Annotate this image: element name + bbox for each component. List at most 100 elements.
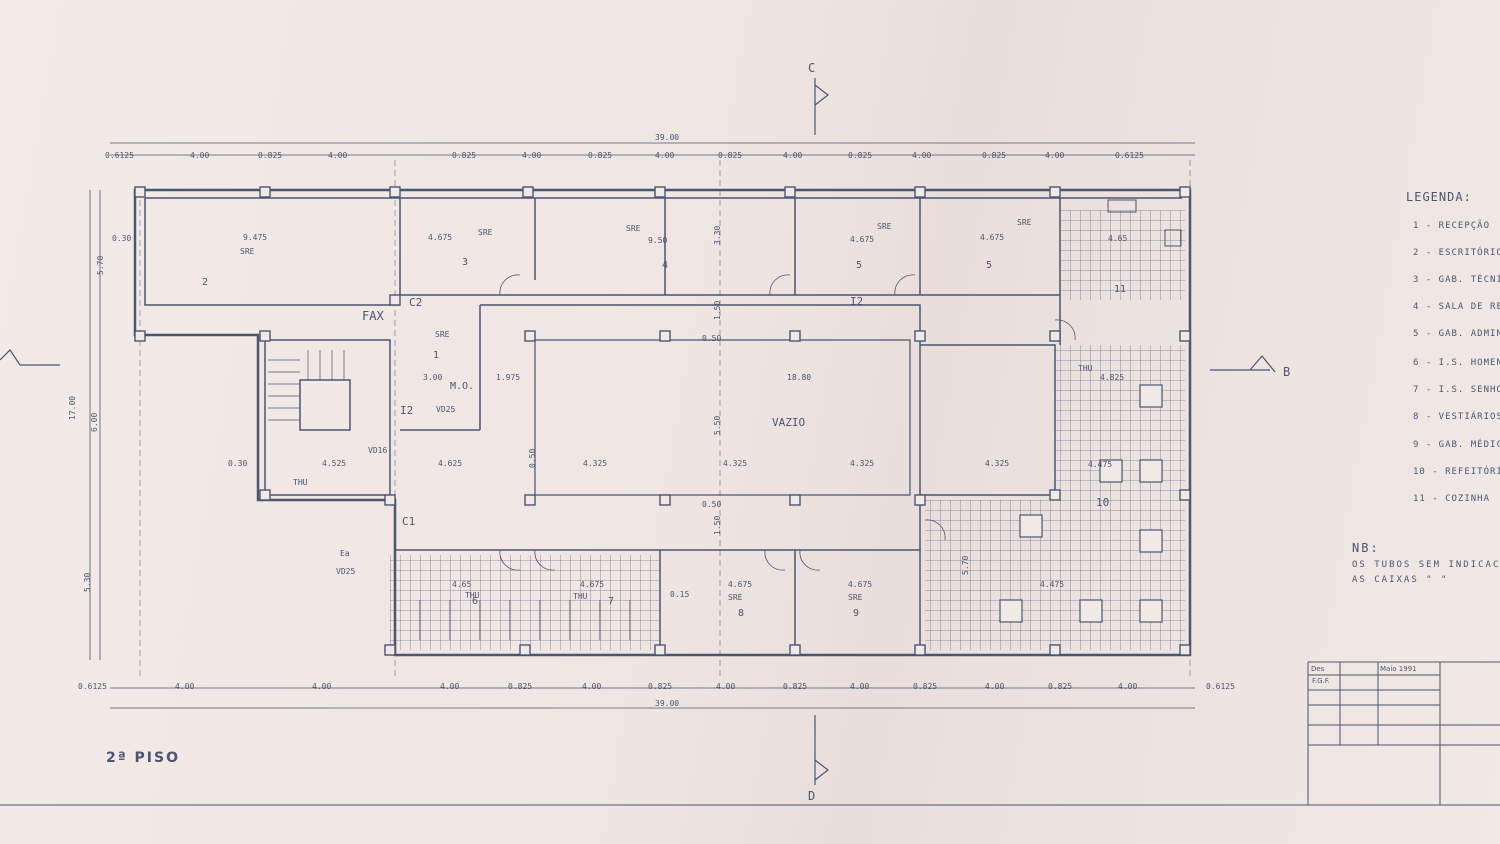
room-9-label: 9 [853, 608, 859, 619]
top-dim-7: 4.00 [655, 151, 674, 160]
top-dim-6: 0.825 [588, 151, 612, 160]
room-6-dim: 4.65 [452, 580, 471, 589]
column-layer [134, 186, 1191, 656]
inner-dim-13: 1.50 [713, 301, 722, 320]
top-dim-14: 0.6125 [1115, 151, 1144, 160]
structural-column [1049, 186, 1061, 198]
structural-column [1049, 489, 1061, 501]
structural-column [1179, 644, 1191, 656]
bottom-dim-0: 0.6125 [78, 682, 107, 691]
structural-column [259, 186, 271, 198]
room-1-type: SRE [435, 330, 450, 339]
left-dim-3: 5.30 [83, 573, 92, 592]
title-block-grid [1307, 661, 1500, 805]
legend-item: 11 - COZINHA [1413, 494, 1491, 504]
structural-column [1179, 330, 1191, 342]
section-mark-c: C [808, 61, 815, 75]
legend-item: 8 - VESTIÁRIOS [1413, 412, 1500, 422]
legend-item: 10 - REFEITÓRIO [1413, 467, 1500, 477]
structural-column [1179, 186, 1191, 198]
room-5b-dim: 4.675 [980, 233, 1004, 242]
bottom-dim-10: 0.825 [913, 682, 937, 691]
structural-column [789, 644, 801, 656]
bottom-dim-1: 4.00 [175, 682, 194, 691]
bottom-dim-11: 4.00 [985, 682, 1004, 691]
kitchen-tiles [1060, 210, 1185, 300]
structural-column [914, 186, 926, 198]
room-8-dim: 4.675 [728, 580, 752, 589]
inner-dim-8: 1.975 [496, 373, 520, 382]
room-9-dim: 4.675 [848, 580, 872, 589]
room-9-type: SRE [848, 593, 863, 602]
room-2-dim: 9.475 [243, 233, 267, 242]
inner-dim-0: 4.525 [322, 459, 346, 468]
room-1-dim: 3.00 [423, 373, 442, 382]
room-7-type: THU [573, 592, 588, 601]
legend-title: LEGENDA: [1406, 190, 1472, 204]
structural-column [259, 489, 271, 501]
structural-column [389, 186, 401, 198]
inner-dim-12: 3.30 [713, 226, 722, 245]
door-swings [499, 274, 1076, 571]
ea-tag: Ea [340, 549, 350, 558]
cafeteria-tiles-1 [1055, 345, 1185, 650]
wc-tiles [390, 555, 660, 650]
title-block-des-value: F.G.F. [1312, 677, 1330, 685]
structural-column [914, 330, 926, 342]
legend-item: 4 - SALA DE REU [1413, 302, 1500, 312]
mo-tag: M.O. [450, 381, 474, 392]
i2-tag-a: I2 [850, 295, 863, 308]
inner-dim-2: 4.325 [583, 459, 607, 468]
fax-tag: FAX [362, 309, 384, 323]
structural-column [789, 494, 801, 506]
room-8-type: SRE [728, 593, 743, 602]
inner-dim-5: 4.325 [985, 459, 1009, 468]
structural-column [134, 186, 146, 198]
section-line-b [1210, 355, 1276, 373]
legend-item: 6 - I.S. HOMENS [1413, 358, 1500, 368]
inner-dim-4: 4.325 [850, 459, 874, 468]
structural-column [784, 186, 796, 198]
room-3-label: 3 [462, 257, 468, 268]
room-4-dim: 9.50 [648, 236, 667, 245]
structural-column [1049, 330, 1061, 342]
room-11-label: 11 [1114, 284, 1126, 295]
inner-dim-14: 5.50 [713, 416, 722, 435]
legend-item: 9 - GAB. MÉDICO [1413, 440, 1500, 450]
structural-column [524, 330, 536, 342]
section-line-a [0, 349, 60, 366]
left-dim-1: 17.00 [68, 396, 77, 420]
stair-treads [268, 350, 345, 421]
section-mark-b: B [1283, 365, 1290, 379]
bottom-dim-13: 4.00 [1118, 682, 1137, 691]
kitchen-sink [1164, 229, 1182, 247]
bottom-dim-2: 4.00 [312, 682, 331, 691]
room-4-label: 4 [662, 260, 668, 271]
room-2-label: 2 [202, 277, 208, 288]
structural-column [914, 644, 926, 656]
bottom-dim-8: 0.825 [783, 682, 807, 691]
room-5a-dim: 4.675 [850, 235, 874, 244]
bottom-dim-4: 0.825 [508, 682, 532, 691]
inner-dim-16: 0.15 [670, 590, 689, 599]
central-void [534, 339, 911, 496]
top-dim-10: 0.825 [848, 151, 872, 160]
top-dim-3: 4.00 [328, 151, 347, 160]
bottom-dim-6: 0.825 [648, 682, 672, 691]
top-dim-9: 4.00 [783, 151, 802, 160]
structural-column [384, 494, 396, 506]
structural-column [1049, 644, 1061, 656]
inner-dim-1: 4.625 [438, 459, 462, 468]
vd25-tag: VD25 [436, 405, 455, 414]
grid-centerlines [139, 160, 1191, 680]
top-dim-11: 4.00 [912, 151, 931, 160]
i2-tag-b: I2 [400, 404, 413, 417]
atrium-frame [400, 304, 1056, 550]
room-11-dim: 4.65 [1108, 234, 1127, 243]
legend-item: 1 - RECEPÇÃO [1413, 221, 1491, 231]
room-1-label: 1 [433, 350, 439, 361]
thu-tag: THU [293, 478, 308, 487]
c2-tag: C2 [409, 296, 422, 309]
